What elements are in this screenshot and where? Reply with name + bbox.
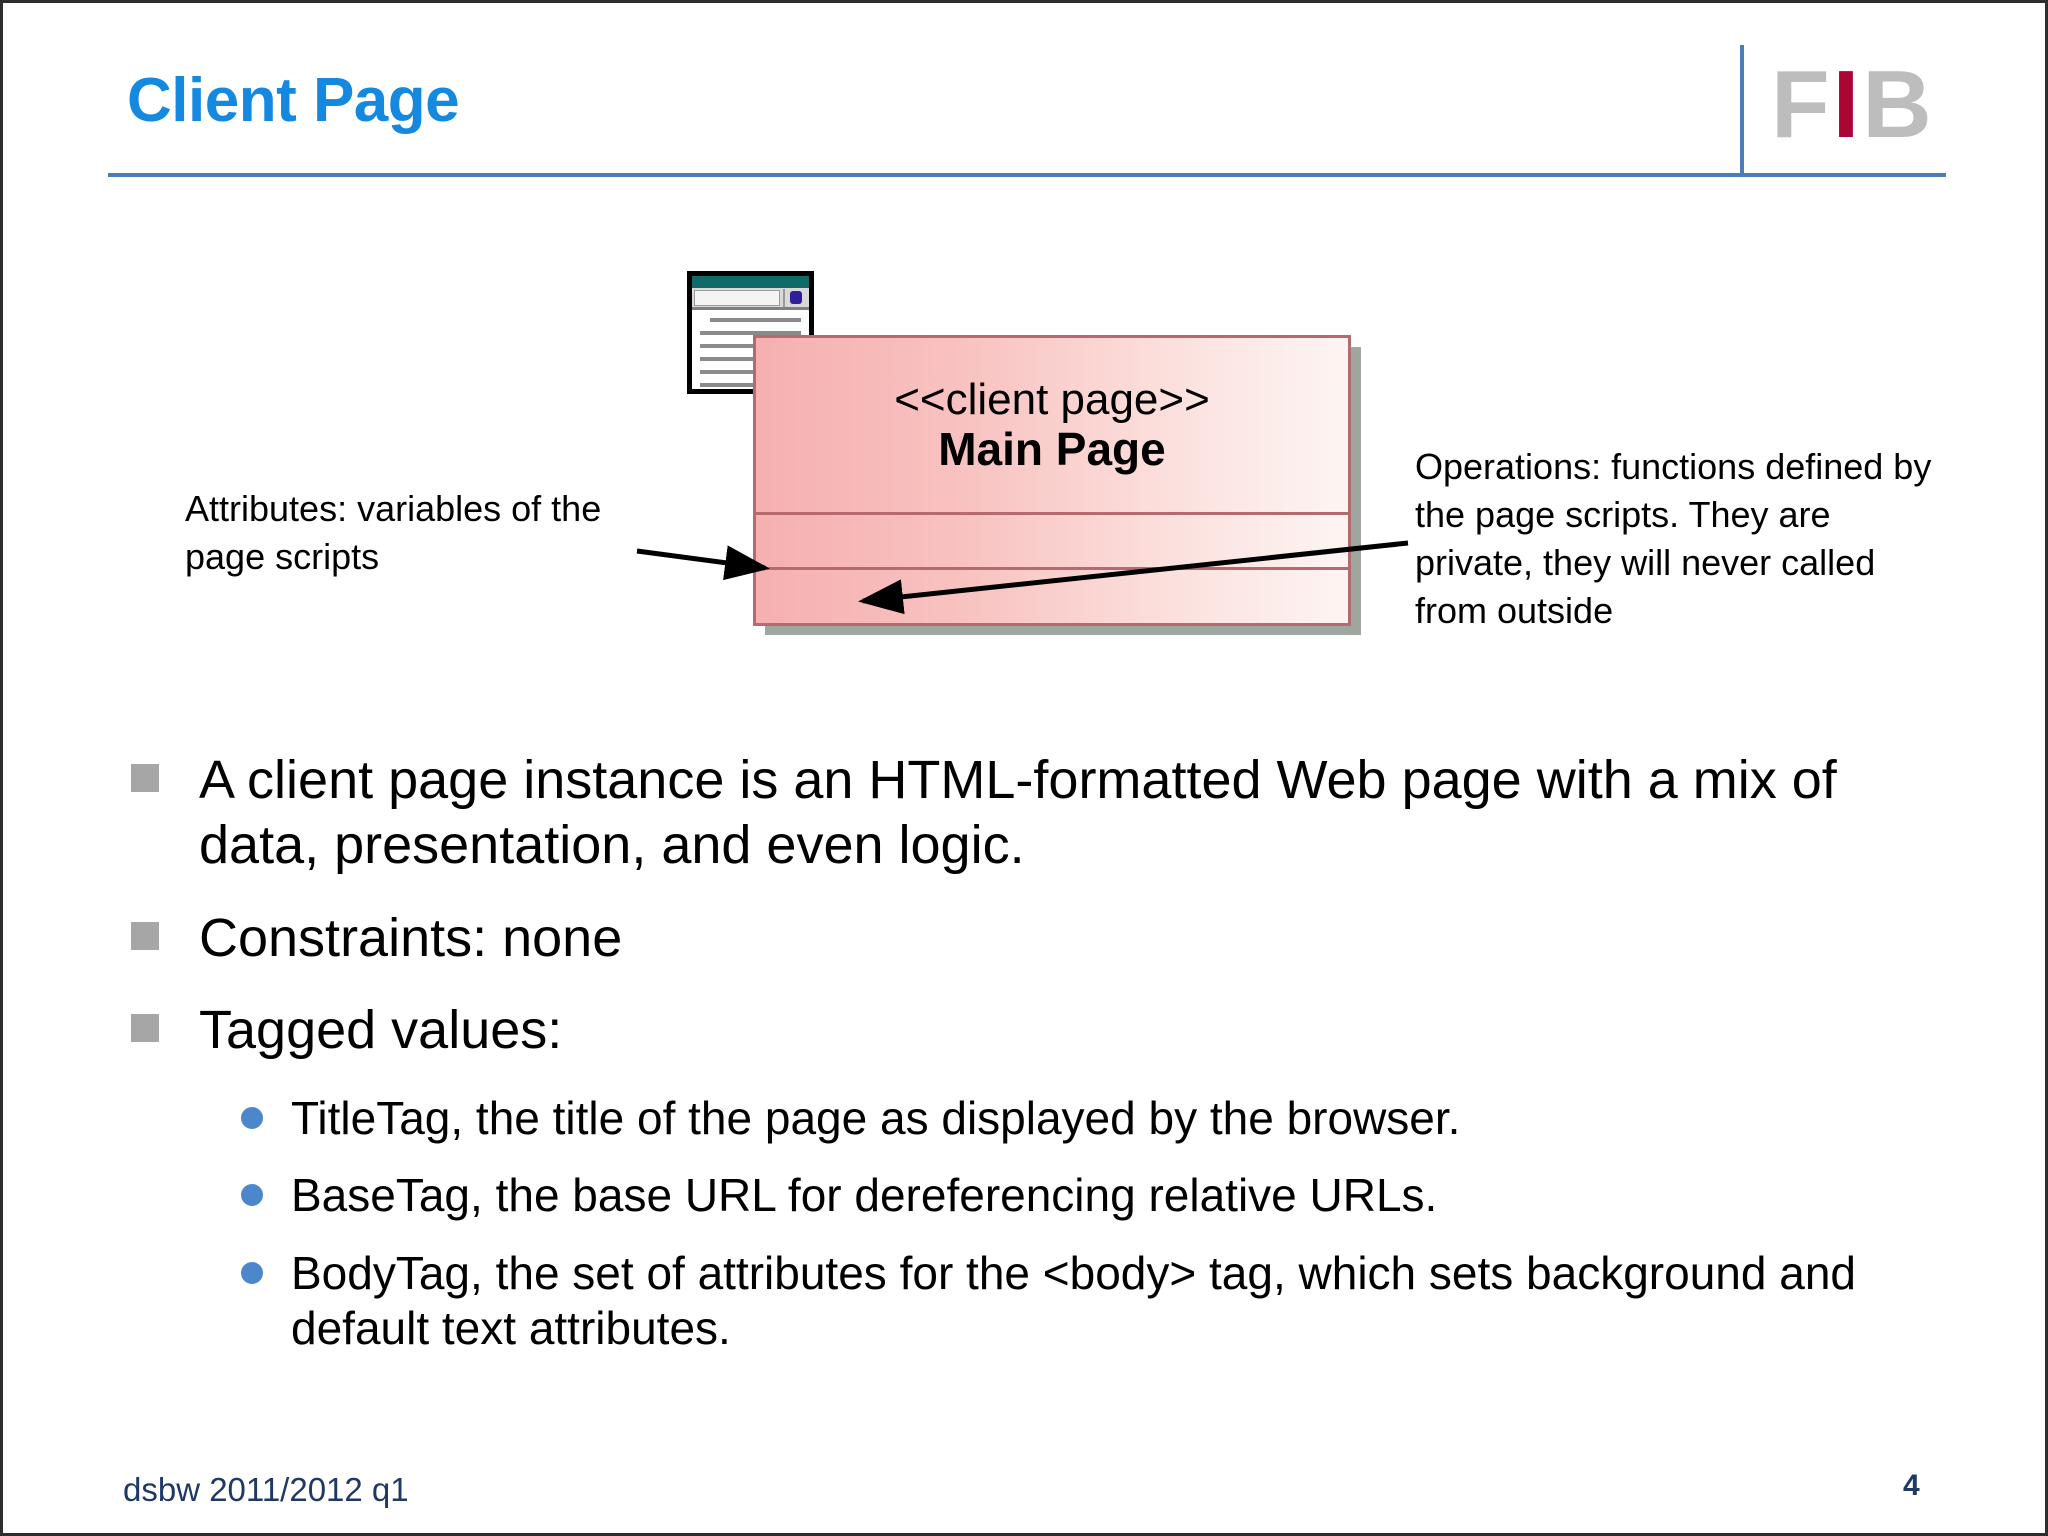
bullet-level1: Constraints: none [123,906,1953,971]
content-line [700,331,801,335]
bullet-level1-text: A client page instance is an HTML-format… [199,750,1837,875]
square-bullet-icon [131,764,159,792]
page-number: 4 [1903,1469,1920,1502]
bullet-level2-text: BodyTag, the set of attributes for the <… [291,1246,1856,1354]
bullet-level1-text: Constraints: none [199,907,623,968]
content-line [700,357,801,361]
content-line [700,383,801,387]
logo-letter-f: F [1771,51,1830,158]
fib-logo: F I B [1771,51,1932,158]
uml-attributes-compartment [756,515,1348,570]
bullet-level1-text: Tagged values: [199,1000,563,1061]
browser-address-field [694,289,780,306]
header-vertical-rule [1740,45,1744,177]
footer-course-label: dsbw 2011/2012 q1 [123,1471,409,1508]
bullet-level2-text: TitleTag, the title of the page as displ… [291,1092,1461,1145]
bullet-sublist: TitleTag, the title of the page as displ… [123,1091,1953,1356]
browser-logo-button [783,288,807,307]
browser-address-bar [692,288,809,310]
browser-content-lines [692,310,809,387]
slide-body: A client page instance is an HTML-format… [123,748,1953,1378]
dot-bullet-icon [241,1184,263,1207]
arrow-to-attributes [636,545,770,581]
browser-logo-dot-icon [790,291,802,304]
content-line [700,344,801,348]
logo-letter-b: B [1862,51,1931,158]
callout-operations-label: Operations: functions defined by the pag… [1415,446,1932,631]
uml-operations-compartment [756,570,1348,623]
square-bullet-icon [131,1014,159,1043]
content-line [710,318,801,322]
square-bullet-icon [131,921,159,950]
logo-letter-i: I [1832,51,1860,158]
dot-bullet-icon [241,1107,263,1130]
uml-class-box: <<client page>> Main Page [753,335,1351,626]
header-horizontal-rule [108,173,1946,177]
bullet-level2: BodyTag, the set of attributes for the <… [235,1246,1953,1356]
callout-attributes-label: Attributes: variables of the page script… [185,488,602,577]
bullet-level1: Tagged values: [123,998,1953,1063]
dot-bullet-icon [241,1261,263,1284]
uml-class-name: Main Page [938,422,1166,475]
bullet-level2: TitleTag, the title of the page as displ… [235,1091,1953,1146]
uml-name-compartment: <<client page>> Main Page [756,338,1348,515]
content-line [700,370,801,374]
bullet-level1: A client page instance is an HTML-format… [123,748,1953,878]
browser-window-icon [687,271,814,394]
bullet-level2-text: BaseTag, the base URL for dereferencing … [291,1169,1438,1222]
bullet-level2: BaseTag, the base URL for dereferencing … [235,1168,1953,1223]
page-title: Client Page [127,66,460,135]
browser-titlebar [692,276,809,288]
uml-stereotype: <<client page>> [894,374,1210,424]
